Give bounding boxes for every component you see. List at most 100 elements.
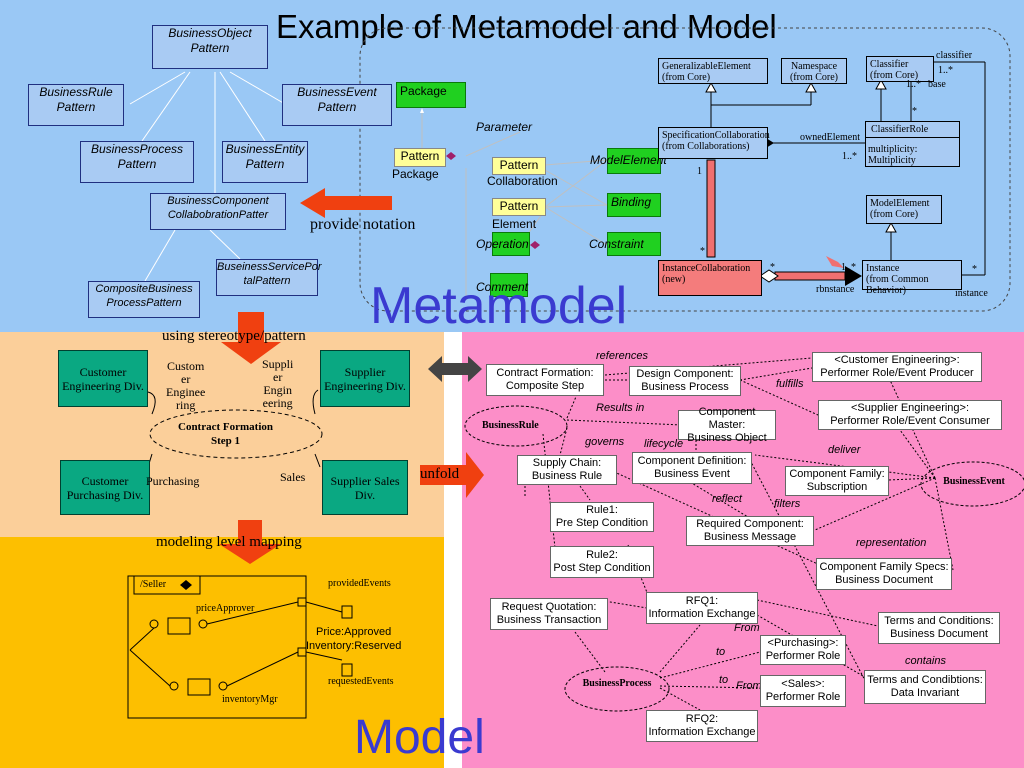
required-component-box: Required Component:Business Message bbox=[686, 516, 814, 546]
uml-classifier: Classifier(from Core) bbox=[866, 56, 934, 82]
uml-owned-element-label: ownedElement bbox=[800, 132, 860, 143]
rule2-box: Rule2:Post Step Condition bbox=[550, 546, 654, 578]
notation-constraint-box bbox=[607, 232, 661, 256]
uml-star-3: * bbox=[770, 262, 775, 273]
representation-label: representation bbox=[856, 537, 927, 549]
supplier-sales-div: Supplier Sales Div. bbox=[322, 460, 408, 515]
governs-label: governs bbox=[585, 436, 625, 448]
notation-collaboration-label: Collaboration bbox=[487, 174, 558, 188]
component-definition-box: Component Definition:Business Event bbox=[632, 452, 752, 484]
uml-star-1: * bbox=[912, 106, 917, 117]
uml-mult-1-star: 1..* bbox=[842, 151, 857, 162]
inventory-reserved-label: Inventory:Reserved bbox=[306, 640, 402, 652]
uml-namespace: Namespace(from Core) bbox=[781, 58, 847, 84]
uml-classifier-mult: 1..* bbox=[938, 65, 953, 76]
from-label-1: From bbox=[734, 622, 760, 634]
price-approved-label: Price:Approved bbox=[316, 626, 392, 638]
uml-instance-collaboration: InstanceCollaboration(new) bbox=[658, 260, 762, 296]
uml-base-label: base bbox=[928, 79, 946, 90]
panel-divider bbox=[444, 332, 462, 768]
notation-binding: Binding bbox=[607, 193, 661, 217]
sales-label: Sales bbox=[280, 470, 306, 484]
to-label-1: to bbox=[716, 646, 726, 658]
component-family-specs-box: Component Family Specs:Business Document bbox=[816, 558, 952, 590]
price-approver-label: priceApprover bbox=[196, 603, 255, 614]
component-family-box: Component Family:Subscription bbox=[785, 466, 889, 496]
notation-pattern-package-label: Package bbox=[392, 167, 439, 181]
rfq2-box: RFQ2:Information Exchange bbox=[646, 710, 758, 742]
rfq1-box: RFQ1:Information Exchange bbox=[646, 592, 758, 624]
provided-events-label: providedEvents bbox=[328, 578, 391, 589]
reflect-label: reflect bbox=[712, 493, 742, 505]
component-master-box: Component Master:Business Object bbox=[678, 406, 776, 444]
to-label-2: to bbox=[719, 674, 729, 686]
notation-parameter: Parameter bbox=[476, 120, 533, 134]
contract-formation-box: Contract Formation:Composite Step bbox=[486, 364, 604, 396]
notation-comment-box bbox=[490, 273, 528, 297]
uml-mult-1-star-b: 1..* bbox=[841, 262, 856, 273]
uml-instance: Instance(from Common Behavior) bbox=[862, 260, 962, 296]
notation-constraint: Constraint bbox=[589, 237, 644, 251]
terms-conditions-box: Terms and Conditions:Business Document bbox=[878, 612, 1000, 644]
using-stereotype-label: using stereotype/pattern bbox=[162, 328, 306, 344]
request-quotation-box: Request Quotation:Business Transaction bbox=[490, 598, 608, 630]
deliver-label: deliver bbox=[828, 444, 861, 456]
notation-pattern-collaboration: Pattern bbox=[492, 157, 546, 175]
inventory-mgr-label: inventoryMgr bbox=[222, 694, 278, 705]
uml-specification-collaboration: SpecificationCollaboration(from Collabor… bbox=[658, 127, 770, 159]
supply-chain-box: Supply Chain:Business Rule bbox=[517, 455, 617, 485]
modeling-level-mapping-label: modeling level mapping bbox=[156, 534, 302, 550]
results-in-label: Results in bbox=[596, 402, 645, 414]
uml-classifier-role: ClassifierRole multiplicity: Multiplicit… bbox=[865, 121, 960, 167]
lifecycle-label: lifecycle bbox=[644, 438, 684, 450]
model-label: Model bbox=[354, 711, 485, 764]
business-event-node: BusinessEvent bbox=[943, 476, 1005, 487]
notation-operation-box bbox=[492, 232, 530, 256]
notation-model-element-label: ModelElement bbox=[590, 153, 667, 167]
metamodel-label: Metamodel bbox=[370, 277, 628, 335]
design-component-box: Design Component:Business Process bbox=[629, 366, 741, 396]
business-rule-node: BusinessRule bbox=[482, 420, 539, 431]
uml-star-4: * bbox=[972, 264, 977, 275]
requested-events-label: requestedEvents bbox=[328, 676, 394, 687]
rule1-box: Rule1:Pre Step Condition bbox=[550, 502, 654, 532]
uml-one: 1 bbox=[697, 166, 702, 177]
notation-package: Package bbox=[396, 82, 466, 108]
provide-notation-label: provide notation bbox=[310, 216, 416, 233]
notation-pattern: Pattern bbox=[394, 148, 446, 167]
customer-engineering-role-box: <Customer Engineering>:Performer Role/Ev… bbox=[812, 352, 982, 382]
supplier-engineering-role-box: <Supplier Engineering>:Performer Role/Ev… bbox=[818, 400, 1002, 430]
references-label: references bbox=[596, 350, 648, 362]
seller-label: /Seller bbox=[140, 579, 167, 590]
business-process-node: BusinessProcess bbox=[582, 678, 652, 689]
page-title: Example of Metamodel and Model bbox=[276, 8, 777, 45]
unfold-label: unfold bbox=[420, 466, 460, 482]
uml-base-mult: 1..* bbox=[906, 79, 921, 90]
notation-operation: Operation bbox=[476, 237, 529, 251]
customer-purchasing-div: Customer Purchasing Div. bbox=[60, 460, 150, 515]
uml-classifier-role-label: classifier bbox=[936, 50, 973, 61]
filters-label: filters bbox=[774, 498, 801, 510]
purchasing-label: Purchasing bbox=[146, 474, 200, 488]
customer-engineering-div: Customer Engineering Div. bbox=[58, 350, 148, 407]
notation-model-element bbox=[607, 148, 661, 174]
uml-model-element: ModelElement(from Core) bbox=[866, 195, 942, 224]
contains-label: contains bbox=[905, 655, 946, 667]
uml-generalizable-element: GeneralizableElement(from Core) bbox=[658, 58, 768, 84]
terms-condibtions-box: Terms and Condibtions:Data Invariant bbox=[864, 670, 986, 704]
purchasing-role-box: <Purchasing>:Performer Role bbox=[760, 635, 846, 665]
